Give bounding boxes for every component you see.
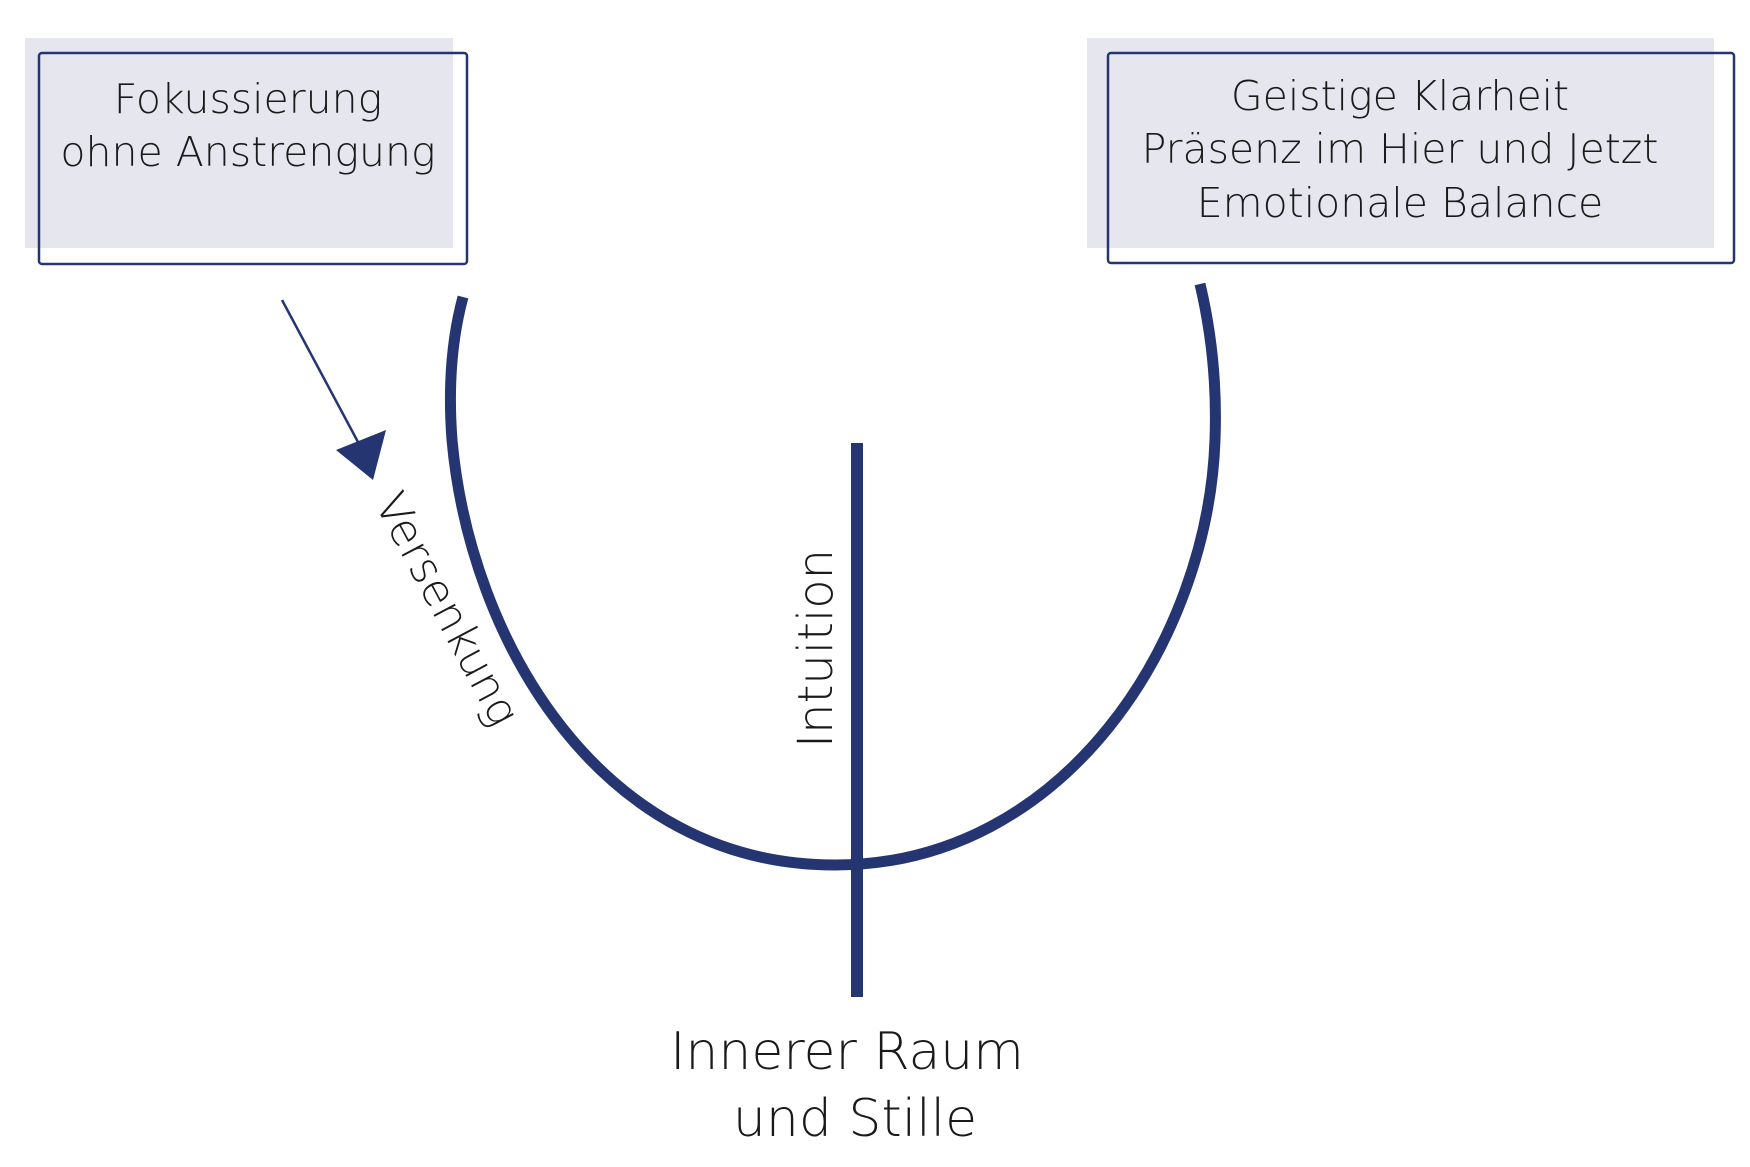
right-box: Geistige Klarheit Präsenz im Hier und Je… <box>1087 38 1736 265</box>
descent-curve <box>444 282 1221 871</box>
right-box-line-1: Geistige Klarheit <box>1231 72 1569 120</box>
arrow-head <box>336 430 386 480</box>
right-box-line-2: Präsenz im Hier und Jetzt <box>1142 125 1659 173</box>
bottom-label-line-2: und Stille <box>733 1089 977 1149</box>
right-box-frame <box>1106 51 1736 265</box>
bottom-label-line-1: Innerer Raum <box>670 1022 1024 1082</box>
descent-label: Versenkung <box>364 484 529 734</box>
intuition-label: Intuition <box>788 549 844 748</box>
arrow-shaft <box>280 299 360 443</box>
left-box-shadow <box>25 38 453 248</box>
right-box-line-3: Emotionale Balance <box>1197 179 1603 227</box>
left-box: Fokussierung ohne Anstrengung <box>25 38 469 266</box>
left-box-frame <box>37 51 469 266</box>
descent-arrow <box>280 299 386 480</box>
left-box-line-2: ohne Anstrengung <box>60 128 435 176</box>
left-box-line-1: Fokussierung <box>114 75 382 123</box>
right-box-shadow <box>1087 38 1714 248</box>
